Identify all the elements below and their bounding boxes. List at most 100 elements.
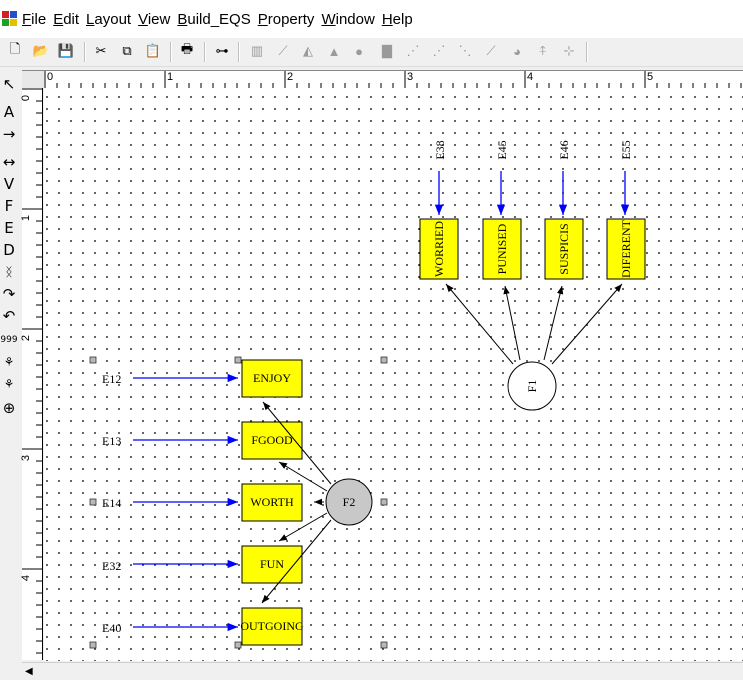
ruler-label: 2 (20, 334, 33, 342)
variable-box-suspicis[interactable] (544, 218, 584, 280)
selection-handles[interactable] (89, 356, 388, 649)
factor-model-tool-icon[interactable]: ⚘ (3, 355, 15, 369)
path-model-tool-icon[interactable]: ⚘ (3, 377, 15, 391)
scatter-icon[interactable]: ⋰ (406, 43, 420, 58)
ruler-label: 4 (20, 574, 33, 582)
variable-box-worried[interactable] (419, 218, 459, 280)
error-label-e32[interactable]: E32 (102, 559, 121, 573)
factor-f2[interactable] (325, 478, 373, 526)
scroll-left-icon[interactable]: ◀ (25, 666, 33, 677)
error-label-e12[interactable]: E12 (102, 372, 121, 386)
scatterline-icon[interactable]: ⟋ (486, 43, 496, 58)
error-label-e40[interactable]: E40 (102, 621, 121, 635)
ruler-label: 1 (20, 214, 33, 222)
text-tool-icon[interactable]: A (3, 103, 15, 121)
loading-arrow[interactable] (262, 401, 332, 485)
pointer-tool-icon[interactable]: ↖ (2, 75, 16, 93)
v-variable-tool-icon[interactable]: V (3, 175, 15, 193)
app-icon[interactable] (2, 11, 18, 27)
menu-window[interactable]: Window (321, 10, 375, 28)
loading-arrow[interactable] (445, 283, 514, 365)
menu-bar: File Edit Layout View Build_EQS Property… (0, 0, 743, 38)
menu-view[interactable]: View (138, 10, 171, 28)
horizontal-scrollbar[interactable]: ◀ (22, 662, 743, 680)
drawing-toolbox: ↖ A → ↔ V F E D ᛝ ↷ ↶ 999 ⚘ ⚘ ⊕ (0, 72, 20, 672)
horizontal-ruler-ticks (44, 71, 742, 89)
variable-label-outgoing: OUTGOING (240, 619, 304, 633)
area-icon[interactable]: ◭ (303, 43, 313, 58)
factor-f1[interactable] (507, 361, 557, 411)
scatter2-icon[interactable]: ⋰ (432, 43, 446, 58)
histogram-icon[interactable]: ▇ (382, 43, 392, 58)
variable-box-outgoing[interactable] (241, 607, 303, 646)
variable-box-worth[interactable] (241, 483, 303, 522)
rotate-left-tool-icon[interactable]: ↶ (2, 307, 16, 325)
new-icon[interactable]: 🗋 (9, 41, 21, 56)
loading-arrow[interactable] (543, 285, 564, 361)
boxplot-icon[interactable]: ⍏ (539, 43, 547, 58)
ruler-label: 2 (287, 71, 294, 83)
loading-arrow[interactable] (278, 512, 328, 542)
menu-help[interactable]: Help (381, 10, 413, 28)
toolbar-separator (238, 42, 240, 62)
path-diagram: E38 E45 E46 E55 WORRIED PUNISED SUSPICIS… (89, 140, 646, 649)
paste-icon[interactable]: 📋 (144, 43, 162, 58)
ruler-label: 4 (527, 71, 534, 83)
loading-arrow[interactable] (503, 285, 521, 361)
variable-label-fun: FUN (260, 557, 284, 571)
loading-arrow[interactable] (261, 519, 332, 604)
variable-box-fun[interactable] (241, 545, 303, 584)
variable-box-enjoy[interactable] (241, 359, 303, 398)
scatter3-icon[interactable]: ⋱ (458, 43, 472, 58)
error-label-e46[interactable]: E46 (557, 140, 571, 159)
copy-icon[interactable]: ⧉ (122, 43, 132, 58)
variable-box-fgood[interactable] (241, 421, 303, 460)
line-icon[interactable]: ⟋ (278, 43, 288, 58)
diagram-canvas[interactable]: E38 E45 E46 E55 WORRIED PUNISED SUSPICIS… (44, 88, 743, 661)
variable-label-suspicis: SUSPICIS (557, 223, 571, 274)
menu-property[interactable]: Property (257, 10, 315, 28)
ruler-label: 1 (167, 71, 174, 83)
mountain-icon[interactable]: ▲ (327, 43, 341, 59)
rotate-right-tool-icon[interactable]: ↷ (2, 285, 16, 303)
error-label-e13[interactable]: E13 (102, 434, 121, 448)
error-label-e55[interactable]: E55 (619, 140, 633, 159)
one-way-arrow-tool-icon[interactable]: → (2, 125, 16, 143)
toolbar-separator (586, 42, 588, 62)
variable-box-diferent[interactable] (606, 218, 646, 280)
menu-file[interactable]: File (22, 10, 47, 28)
loading-arrow[interactable] (551, 283, 623, 365)
save-icon[interactable]: 💾 (57, 43, 75, 58)
number-tool-icon[interactable]: 999 (0, 335, 18, 345)
d-disturbance-tool-icon[interactable]: D (3, 241, 15, 259)
move-tool-icon[interactable]: ⊕ (2, 399, 16, 417)
ruler-corner (22, 70, 44, 89)
e-error-tool-icon[interactable]: E (4, 219, 14, 237)
ruler-label: 0 (47, 71, 54, 83)
variable-label-enjoy: ENJOY (253, 371, 291, 385)
print-icon[interactable]: 🖶 (180, 41, 194, 56)
open-icon[interactable]: 📂 (32, 43, 50, 58)
barchart-icon[interactable]: ▥ (250, 43, 264, 58)
menu-edit[interactable]: Edit (53, 10, 80, 28)
two-way-arrow-tool-icon[interactable]: ↔ (2, 153, 16, 171)
error-label-e14[interactable]: E14 (102, 496, 121, 510)
variable-box-punised[interactable] (482, 218, 522, 280)
menu-build-eqs[interactable]: Build_EQS (177, 10, 251, 28)
factor-label-f2: F2 (343, 495, 356, 509)
cut-icon[interactable]: ✂ (95, 43, 107, 58)
menu-layout[interactable]: Layout (86, 10, 132, 28)
grid-icon[interactable]: ⊹ (563, 43, 575, 58)
loading-arrow[interactable] (278, 461, 328, 492)
toolbar-separator (170, 42, 172, 62)
f-factor-tool-icon[interactable]: F (4, 197, 14, 215)
vertical-ruler-ticks (22, 88, 42, 654)
error-label-e38[interactable]: E38 (433, 140, 447, 159)
ruler-label: 5 (647, 71, 654, 83)
network-tool-icon[interactable]: ᛝ (5, 265, 13, 279)
variable-label-worried: WORRIED (432, 221, 446, 277)
tree-icon[interactable]: ⊶ (215, 43, 229, 58)
pie3d-icon[interactable]: ◕ (513, 43, 521, 59)
error-label-e45[interactable]: E45 (495, 140, 509, 159)
dot-icon[interactable]: ● (355, 43, 363, 59)
